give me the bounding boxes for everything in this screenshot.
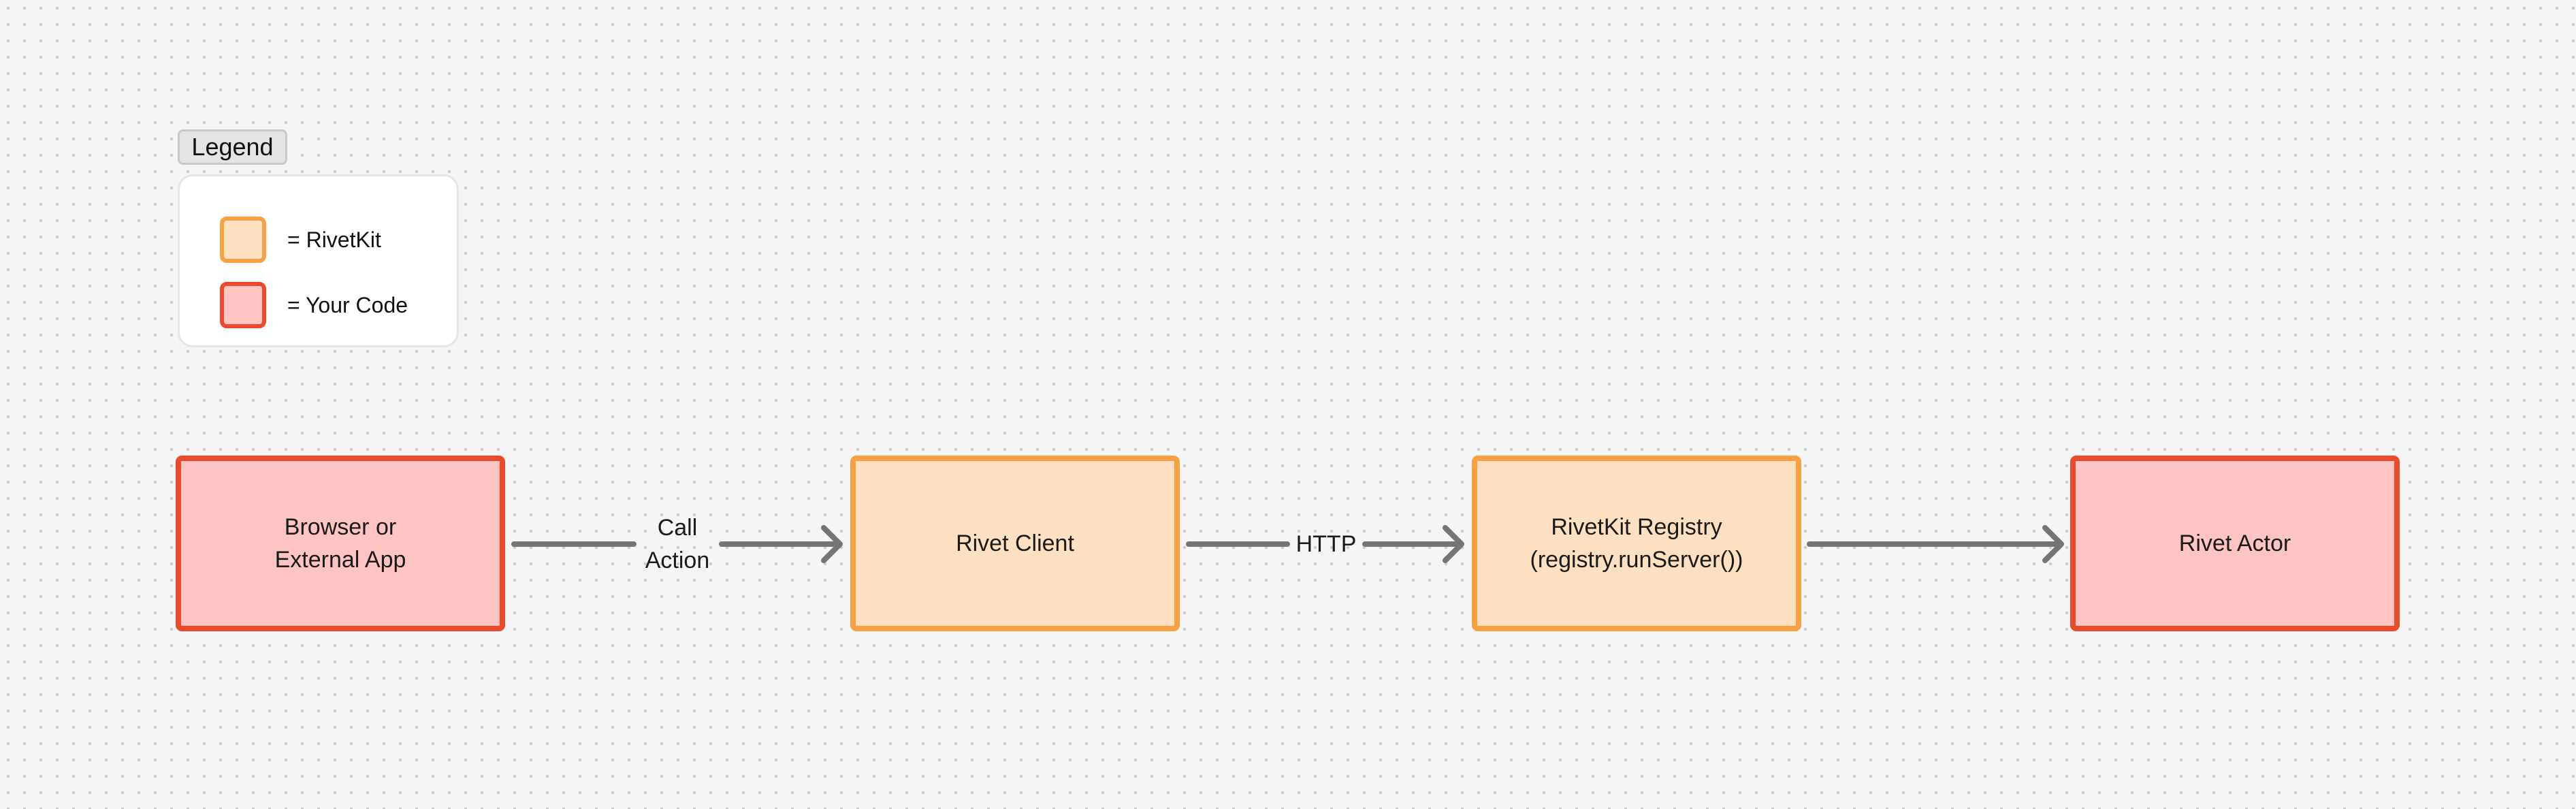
node-label-line: Rivet Client xyxy=(956,530,1074,556)
edge-browser-to-client-arrowhead xyxy=(821,525,843,563)
node-label-line: RivetKit Registry xyxy=(1551,514,1722,540)
node-rivet-actor: Rivet Actor xyxy=(2070,456,2400,631)
node-label-line: External App xyxy=(274,547,406,573)
node-label-line: Browser or xyxy=(284,514,397,540)
legend-swatch-your-code xyxy=(220,282,266,328)
node-label-line: Rivet Actor xyxy=(2178,530,2291,556)
legend-label-rivetkit: = RivetKit xyxy=(287,227,381,252)
edge-label-line: Call xyxy=(657,515,698,541)
edge-label-call-action: Call Action xyxy=(637,511,718,577)
edge-label-http: HTTP xyxy=(1290,528,1362,560)
legend-label-your-code: = Your Code xyxy=(287,293,408,317)
node-rivetkit-registry: RivetKit Registry (registry.runServer()) xyxy=(1472,456,1801,631)
legend-swatch-rivetkit xyxy=(220,217,266,263)
edge-client-to-registry-arrowhead xyxy=(1443,525,1464,563)
legend-title: Legend xyxy=(178,129,287,165)
node-browser-or-external-app: Browser or External App xyxy=(176,456,505,631)
node-rivet-client: Rivet Client xyxy=(850,456,1180,631)
edge-registry-to-actor-arrowhead xyxy=(2042,525,2064,563)
legend-panel: = RivetKit = Your Code xyxy=(178,174,459,347)
edge-label-line: Action xyxy=(645,548,710,573)
edge-label-line: HTTP xyxy=(1295,531,1357,557)
node-label-line: (registry.runServer()) xyxy=(1530,547,1743,573)
